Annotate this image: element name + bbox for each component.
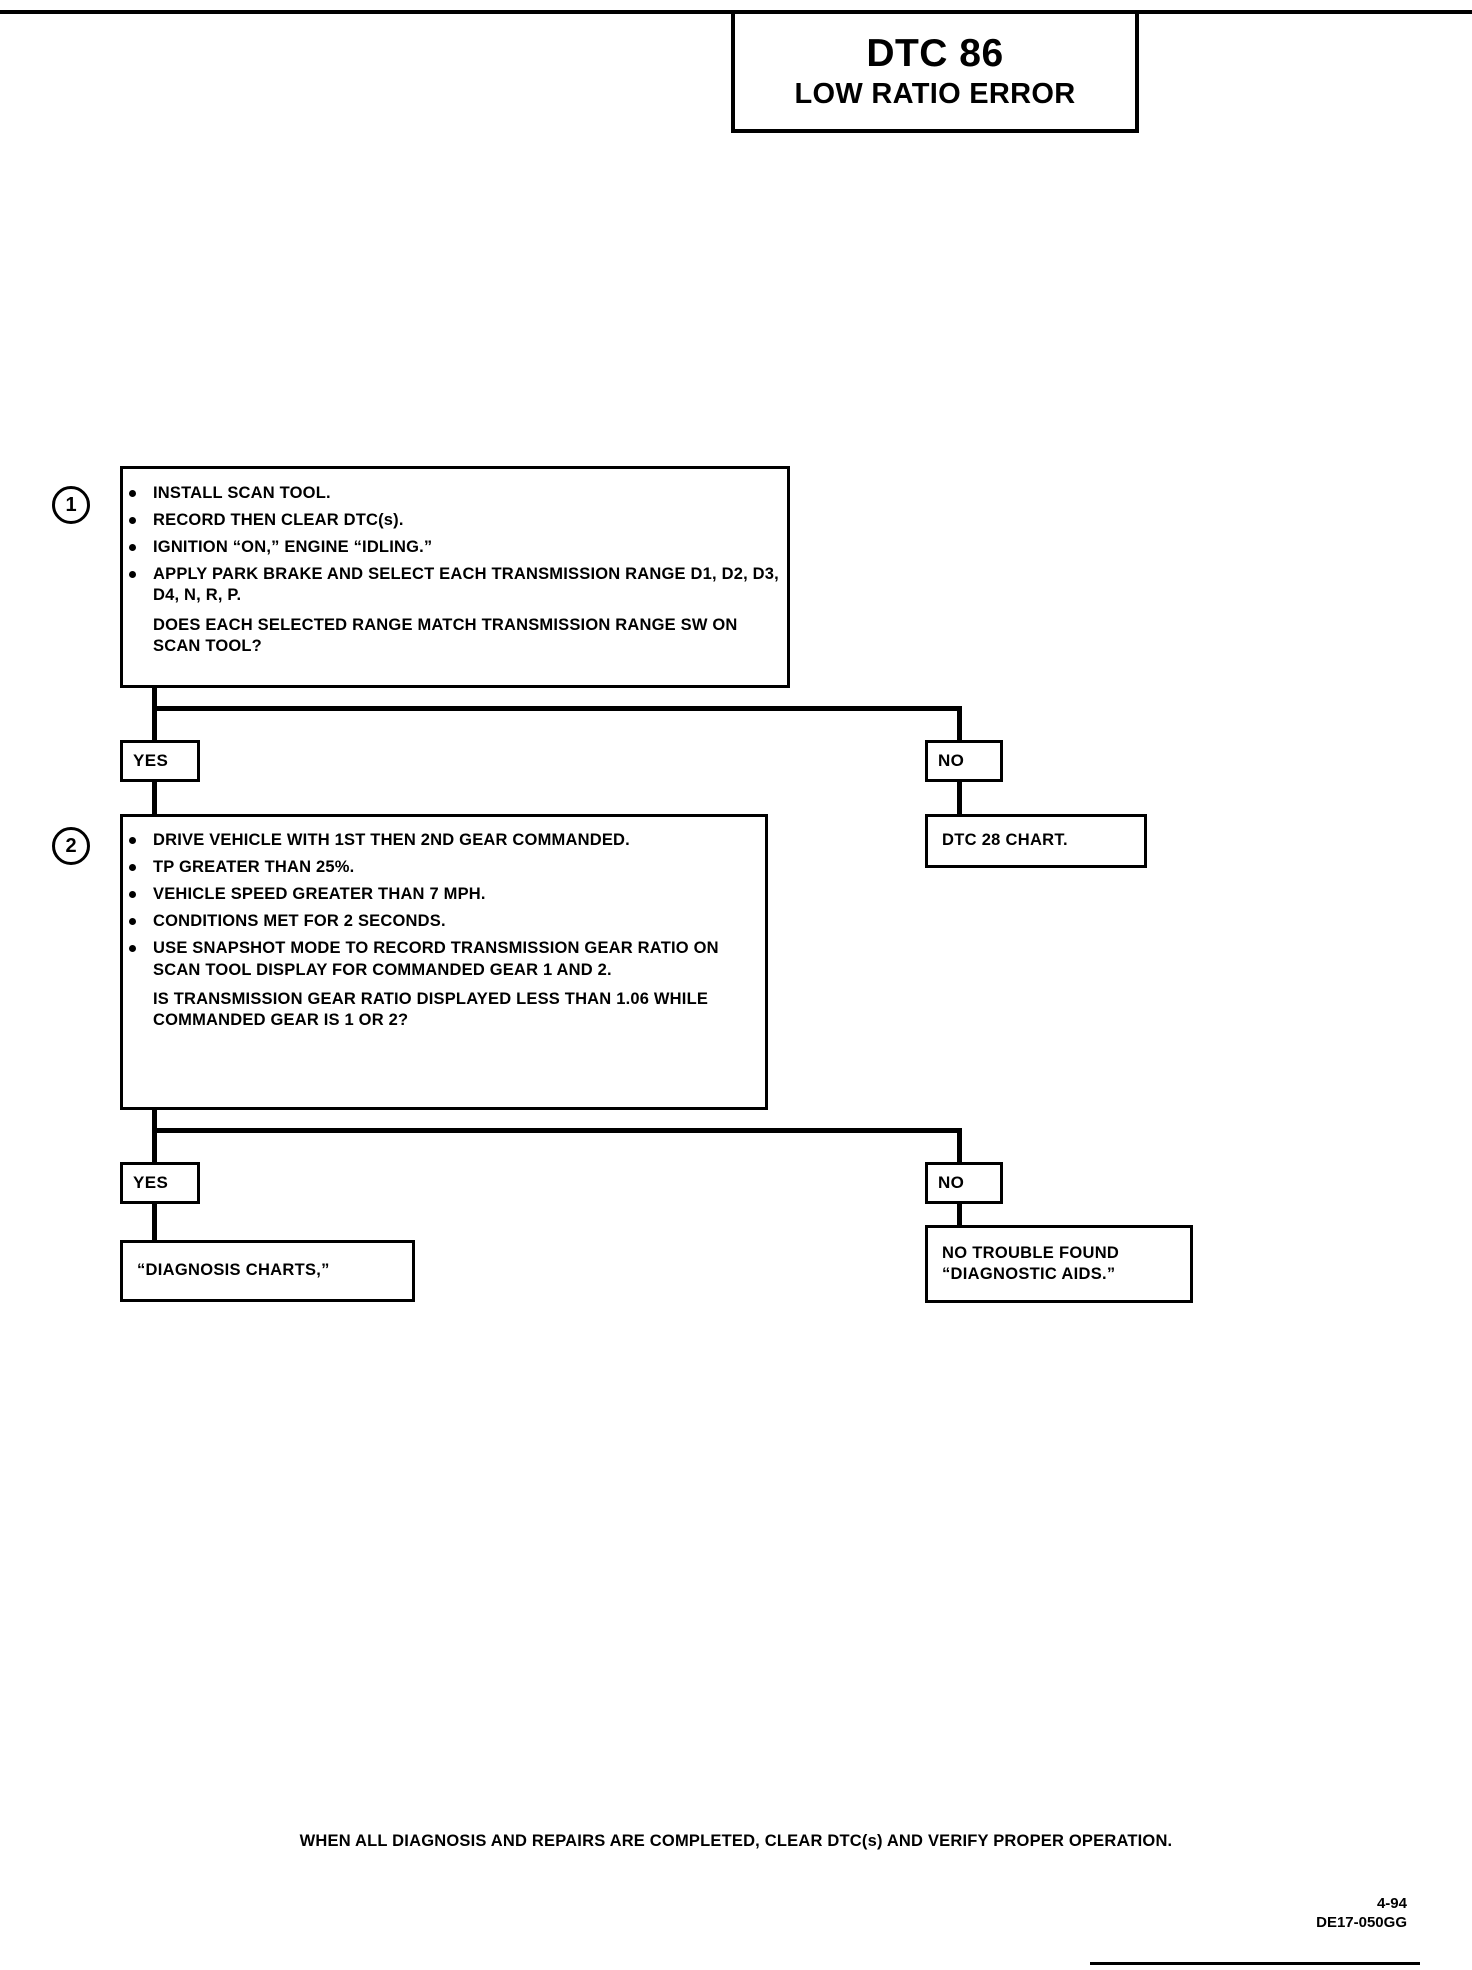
list-item: INSTALL SCAN TOOL. [123,483,787,504]
list-item: VEHICLE SPEED GREATER THAN 7 MPH. [123,884,765,905]
connector-no2-to-result [957,1204,962,1242]
result-text-line-2: “DIAGNOSTIC AIDS.” [942,1265,1116,1283]
branch-label-text: YES [133,751,169,770]
step-number-1-label: 1 [65,493,77,516]
step-1-question: DOES EACH SELECTED RANGE MATCH TRANSMISS… [153,615,738,655]
connector-step2-stem [152,1110,157,1132]
bullet-text: APPLY PARK BRAKE AND SELECT EACH TRANSMI… [153,565,779,605]
bullet-text: IGNITION “ON,” ENGINE “IDLING.” [153,538,433,557]
step-2-question: IS TRANSMISSION GEAR RATIO DISPLAYED LES… [153,989,709,1029]
bullet-dot-icon [129,864,136,872]
bullet-dot-icon [129,490,136,497]
list-item: IGNITION “ON,” ENGINE “IDLING.” [123,537,787,558]
bullet-dot-icon [129,517,136,525]
connector-step1-stem [152,688,157,710]
branch-label-text: NO [938,751,965,770]
page-title: DTC 86 [866,31,1004,75]
connector-step2-branch-bar [152,1128,962,1133]
step-box-1: INSTALL SCAN TOOL. RECORD THEN CLEAR DTC… [120,466,790,688]
document-code: DE17-050GG [1316,1913,1407,1931]
page-code-block: 4-94 DE17-050GG [1316,1895,1407,1933]
bullet-dot-icon [129,945,136,953]
list-item: APPLY PARK BRAKE AND SELECT EACH TRANSMI… [123,564,787,606]
connector-to-yes1 [152,706,157,741]
step-1-bullets: INSTALL SCAN TOOL. RECORD THEN CLEAR DTC… [123,483,787,607]
step-number-1: 1 [52,486,90,524]
result-box-no-trouble-found: NO TROUBLE FOUND “DIAGNOSTIC AIDS.” [925,1225,1193,1303]
connector-to-yes2 [152,1128,157,1163]
step-number-2-label: 2 [65,834,77,857]
branch-label-text: NO [938,1173,965,1192]
connector-no1-to-dtc28 [957,782,962,816]
result-box-diagnosis-charts: “DIAGNOSIS CHARTS,” [120,1240,415,1302]
bullet-text: USE SNAPSHOT MODE TO RECORD TRANSMISSION… [153,939,719,979]
connector-yes2-to-result [152,1204,157,1242]
page-number: 4-94 [1376,1895,1407,1912]
result-text: DTC 28 CHART. [942,831,1068,850]
list-item: TP GREATER THAN 25%. [123,857,765,878]
bullet-dot-icon [129,837,136,844]
connector-to-no1 [957,706,962,741]
result-box-dtc28: DTC 28 CHART. [925,814,1147,868]
bullet-text: RECORD THEN CLEAR DTC(s). [153,511,404,530]
list-item: USE SNAPSHOT MODE TO RECORD TRANSMISSION… [123,938,765,980]
footer-note: WHEN ALL DIAGNOSIS AND REPAIRS ARE COMPL… [299,1832,1173,1850]
connector-yes1-to-step2 [152,782,157,816]
connector-step1-branch-bar [152,706,962,711]
result-text-line-1: NO TROUBLE FOUND [942,1243,1120,1262]
list-item: RECORD THEN CLEAR DTC(s). [123,510,787,531]
bullet-text: TP GREATER THAN 25%. [153,858,355,877]
result-text: “DIAGNOSIS CHARTS,” [137,1261,330,1280]
connector-to-no2 [957,1128,962,1163]
header-box: DTC 86 LOW RATIO ERROR [731,10,1139,133]
bullet-dot-icon [129,544,136,552]
bullet-dot-icon [129,571,136,579]
list-item: DRIVE VEHICLE WITH 1ST THEN 2ND GEAR COM… [123,830,765,851]
branch-label-yes-2: YES [120,1162,200,1204]
step-number-2: 2 [52,827,90,865]
bullet-text: VEHICLE SPEED GREATER THAN 7 MPH. [153,885,486,904]
list-item: CONDITIONS MET FOR 2 SECONDS. [123,911,765,932]
page-bottom-rule [1090,1962,1420,1965]
bullet-text: INSTALL SCAN TOOL. [153,484,331,502]
bullet-dot-icon [129,891,136,899]
bullet-text: CONDITIONS MET FOR 2 SECONDS. [153,912,446,931]
step-box-2: DRIVE VEHICLE WITH 1ST THEN 2ND GEAR COM… [120,814,768,1110]
branch-label-no-2: NO [925,1162,1003,1204]
bullet-text: DRIVE VEHICLE WITH 1ST THEN 2ND GEAR COM… [153,831,630,849]
branch-label-yes-1: YES [120,740,200,782]
branch-label-no-1: NO [925,740,1003,782]
bullet-dot-icon [129,918,136,926]
step-2-bullets: DRIVE VEHICLE WITH 1ST THEN 2ND GEAR COM… [123,830,765,981]
page-subtitle: LOW RATIO ERROR [794,77,1076,110]
branch-label-text: YES [133,1173,169,1192]
